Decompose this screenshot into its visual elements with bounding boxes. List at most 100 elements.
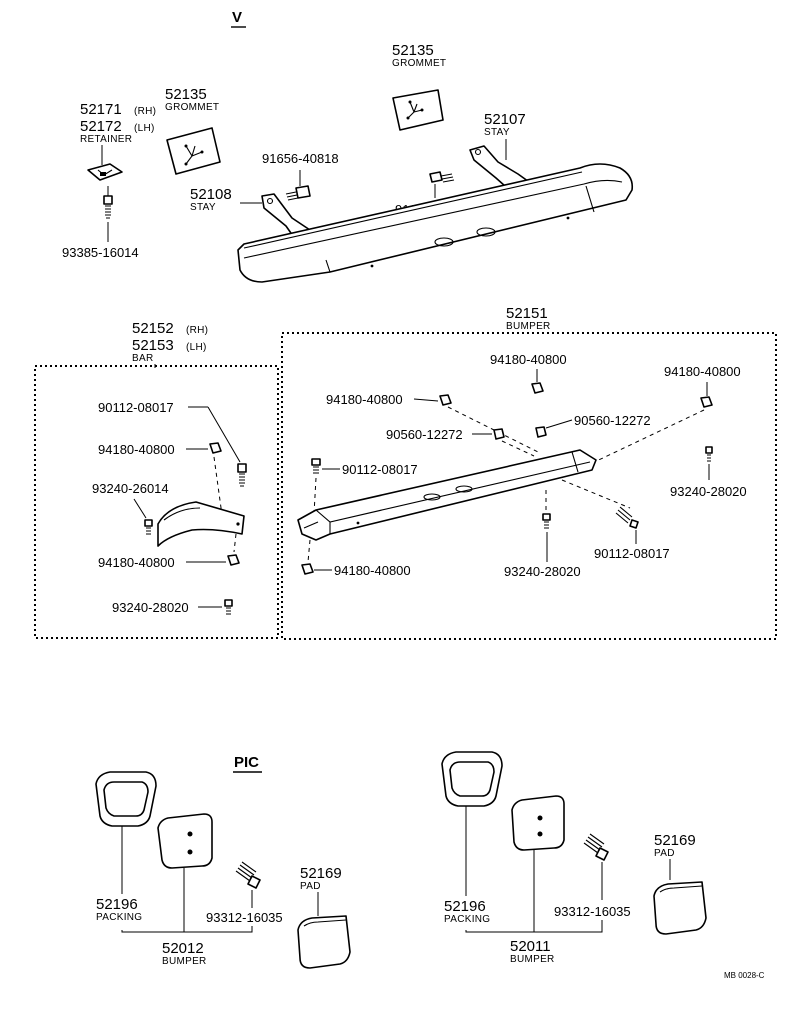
part-number-94180-40800-d: 94180-40800 — [664, 364, 741, 379]
section-v-label: V — [232, 9, 242, 26]
nut-94180-bar-b-illustration — [227, 554, 240, 566]
stay-label-52107: STAY — [484, 127, 510, 138]
stay-label-52108: STAY — [190, 202, 216, 213]
part-number-52135-top: 52135 — [392, 42, 434, 59]
part-number-90112-08017-f: 90112-08017 — [594, 546, 670, 561]
bolt-91656-b-illustration — [429, 171, 455, 183]
bolt-90112-c-illustration — [311, 458, 321, 474]
spacer-90560-a-illustration — [535, 426, 547, 438]
dashed-bar-b — [233, 533, 237, 553]
grommet-top-illustration — [392, 89, 444, 131]
part-number-52012: 52012 — [162, 940, 204, 957]
dashed-b — [501, 440, 535, 457]
leader-93240-26014 — [133, 498, 147, 519]
part-number-52169-left: 52169 — [300, 865, 342, 882]
bumper-group-box — [281, 332, 777, 640]
part-number-93240-28020-g: 93240-28020 — [504, 564, 581, 579]
bumper-v-illustration — [237, 163, 634, 283]
screw-93385-illustration — [103, 186, 113, 219]
bolt-90112-f-illustration — [615, 506, 639, 529]
nut-94180-h-illustration — [301, 563, 314, 575]
dashed-f — [561, 479, 631, 509]
packing-right-illustration — [441, 751, 503, 807]
part-number-94180-40800-bar-a: 94180-40800 — [98, 442, 175, 457]
dashed-e — [447, 406, 539, 453]
bumper-label-52011: BUMPER — [510, 954, 555, 965]
bar-group-box — [34, 365, 279, 639]
part-number-52196-right: 52196 — [444, 898, 486, 915]
bracket-line-right — [465, 920, 603, 933]
screw-93240-26014-illustration — [144, 519, 153, 535]
part-number-93385-16014: 93385-16014 — [62, 245, 139, 260]
leader-94180-e — [413, 398, 439, 402]
dashed-bar-a — [213, 456, 223, 516]
screw-93240-28020-d-illustration — [705, 446, 713, 462]
screw-93240-28020-g-illustration — [542, 513, 551, 529]
part-number-93240-28020-d: 93240-28020 — [670, 484, 747, 499]
part-number-52107: 52107 — [484, 111, 526, 128]
part-number-52196-left: 52196 — [96, 896, 138, 913]
part-number-52153: 52153 — [132, 337, 174, 354]
part-number-52152: 52152 — [132, 320, 174, 337]
leader-90560-a — [545, 419, 573, 429]
bumper-pad-52012-illustration — [157, 813, 213, 869]
packing-label-left: PACKING — [96, 912, 142, 923]
pad-label-left: PAD — [300, 881, 321, 892]
part-number-90560-12272-b: 90560-12272 — [386, 427, 463, 442]
leader-90112-bar-b — [207, 406, 241, 463]
nut-94180-c-illustration — [531, 382, 544, 394]
part-number-52135-left: 52135 — [165, 86, 207, 103]
part-number-93240-26014: 93240-26014 — [92, 481, 169, 496]
rh-label-52171: (RH) — [134, 106, 156, 117]
part-number-52171: 52171 — [80, 101, 122, 118]
part-number-90112-08017-bar: 90112-08017 — [98, 400, 174, 415]
pad-label-right: PAD — [654, 848, 675, 859]
screw-93240-28020-bar-illustration — [224, 599, 233, 615]
bolt-90112-bar-illustration — [237, 463, 247, 487]
retainer-illustration — [87, 163, 123, 181]
nut-94180-e-illustration — [439, 394, 452, 406]
part-number-90560-12272-a: 90560-12272 — [574, 413, 651, 428]
section-pic-label: PIC — [234, 754, 259, 771]
bracket-line-left — [121, 926, 253, 933]
lh-label-52153: (LH) — [186, 342, 207, 353]
part-number-93240-28020-bar: 93240-28020 — [112, 600, 189, 615]
bumper-pad-52011-illustration — [511, 795, 565, 851]
dashed-h — [307, 539, 311, 563]
lh-label-52172: (LH) — [134, 123, 155, 134]
bolt-91656-a-illustration — [285, 185, 311, 201]
part-number-94180-40800-h: 94180-40800 — [334, 563, 411, 578]
part-number-91656-40818-a: 91656-40818 — [262, 151, 339, 166]
part-number-52169-right: 52169 — [654, 832, 696, 849]
rh-label-52152: (RH) — [186, 325, 208, 336]
part-number-52108: 52108 — [190, 186, 232, 203]
bumper-label-52151: BUMPER — [506, 321, 551, 332]
part-number-52151: 52151 — [506, 305, 548, 322]
bolt-93312-right-illustration — [583, 833, 609, 861]
pad-52169-left-illustration — [297, 915, 351, 969]
part-number-94180-40800-bar-b: 94180-40800 — [98, 555, 175, 570]
retainer-label: RETAINER — [80, 134, 132, 145]
packing-left-illustration — [95, 771, 157, 827]
part-number-94180-40800-e: 94180-40800 — [326, 392, 403, 407]
dashed-d — [585, 409, 705, 467]
nut-94180-bar-a-illustration — [209, 442, 222, 454]
bar-piece-illustration — [157, 501, 245, 547]
bolt-93312-left-illustration — [235, 861, 261, 889]
bumper-52151-illustration — [297, 449, 597, 541]
part-number-52011: 52011 — [510, 938, 551, 955]
bar-label: BAR — [132, 353, 153, 364]
nut-94180-d-illustration — [700, 396, 713, 408]
part-number-93312-16035-left: 93312-16035 — [206, 910, 283, 925]
grommet-label-left: GROMMET — [165, 102, 219, 113]
grommet-left-illustration — [166, 127, 221, 175]
pad-52169-right-illustration — [653, 881, 707, 935]
part-number-94180-40800-c: 94180-40800 — [490, 352, 567, 367]
part-number-52172: 52172 — [80, 118, 122, 135]
dashed-c — [313, 477, 317, 515]
packing-label-right: PACKING — [444, 914, 490, 925]
bumper-label-52012: BUMPER — [162, 956, 207, 967]
part-number-90112-08017-c: 90112-08017 — [342, 462, 418, 477]
drawing-code: MB 0028-C — [724, 971, 765, 980]
